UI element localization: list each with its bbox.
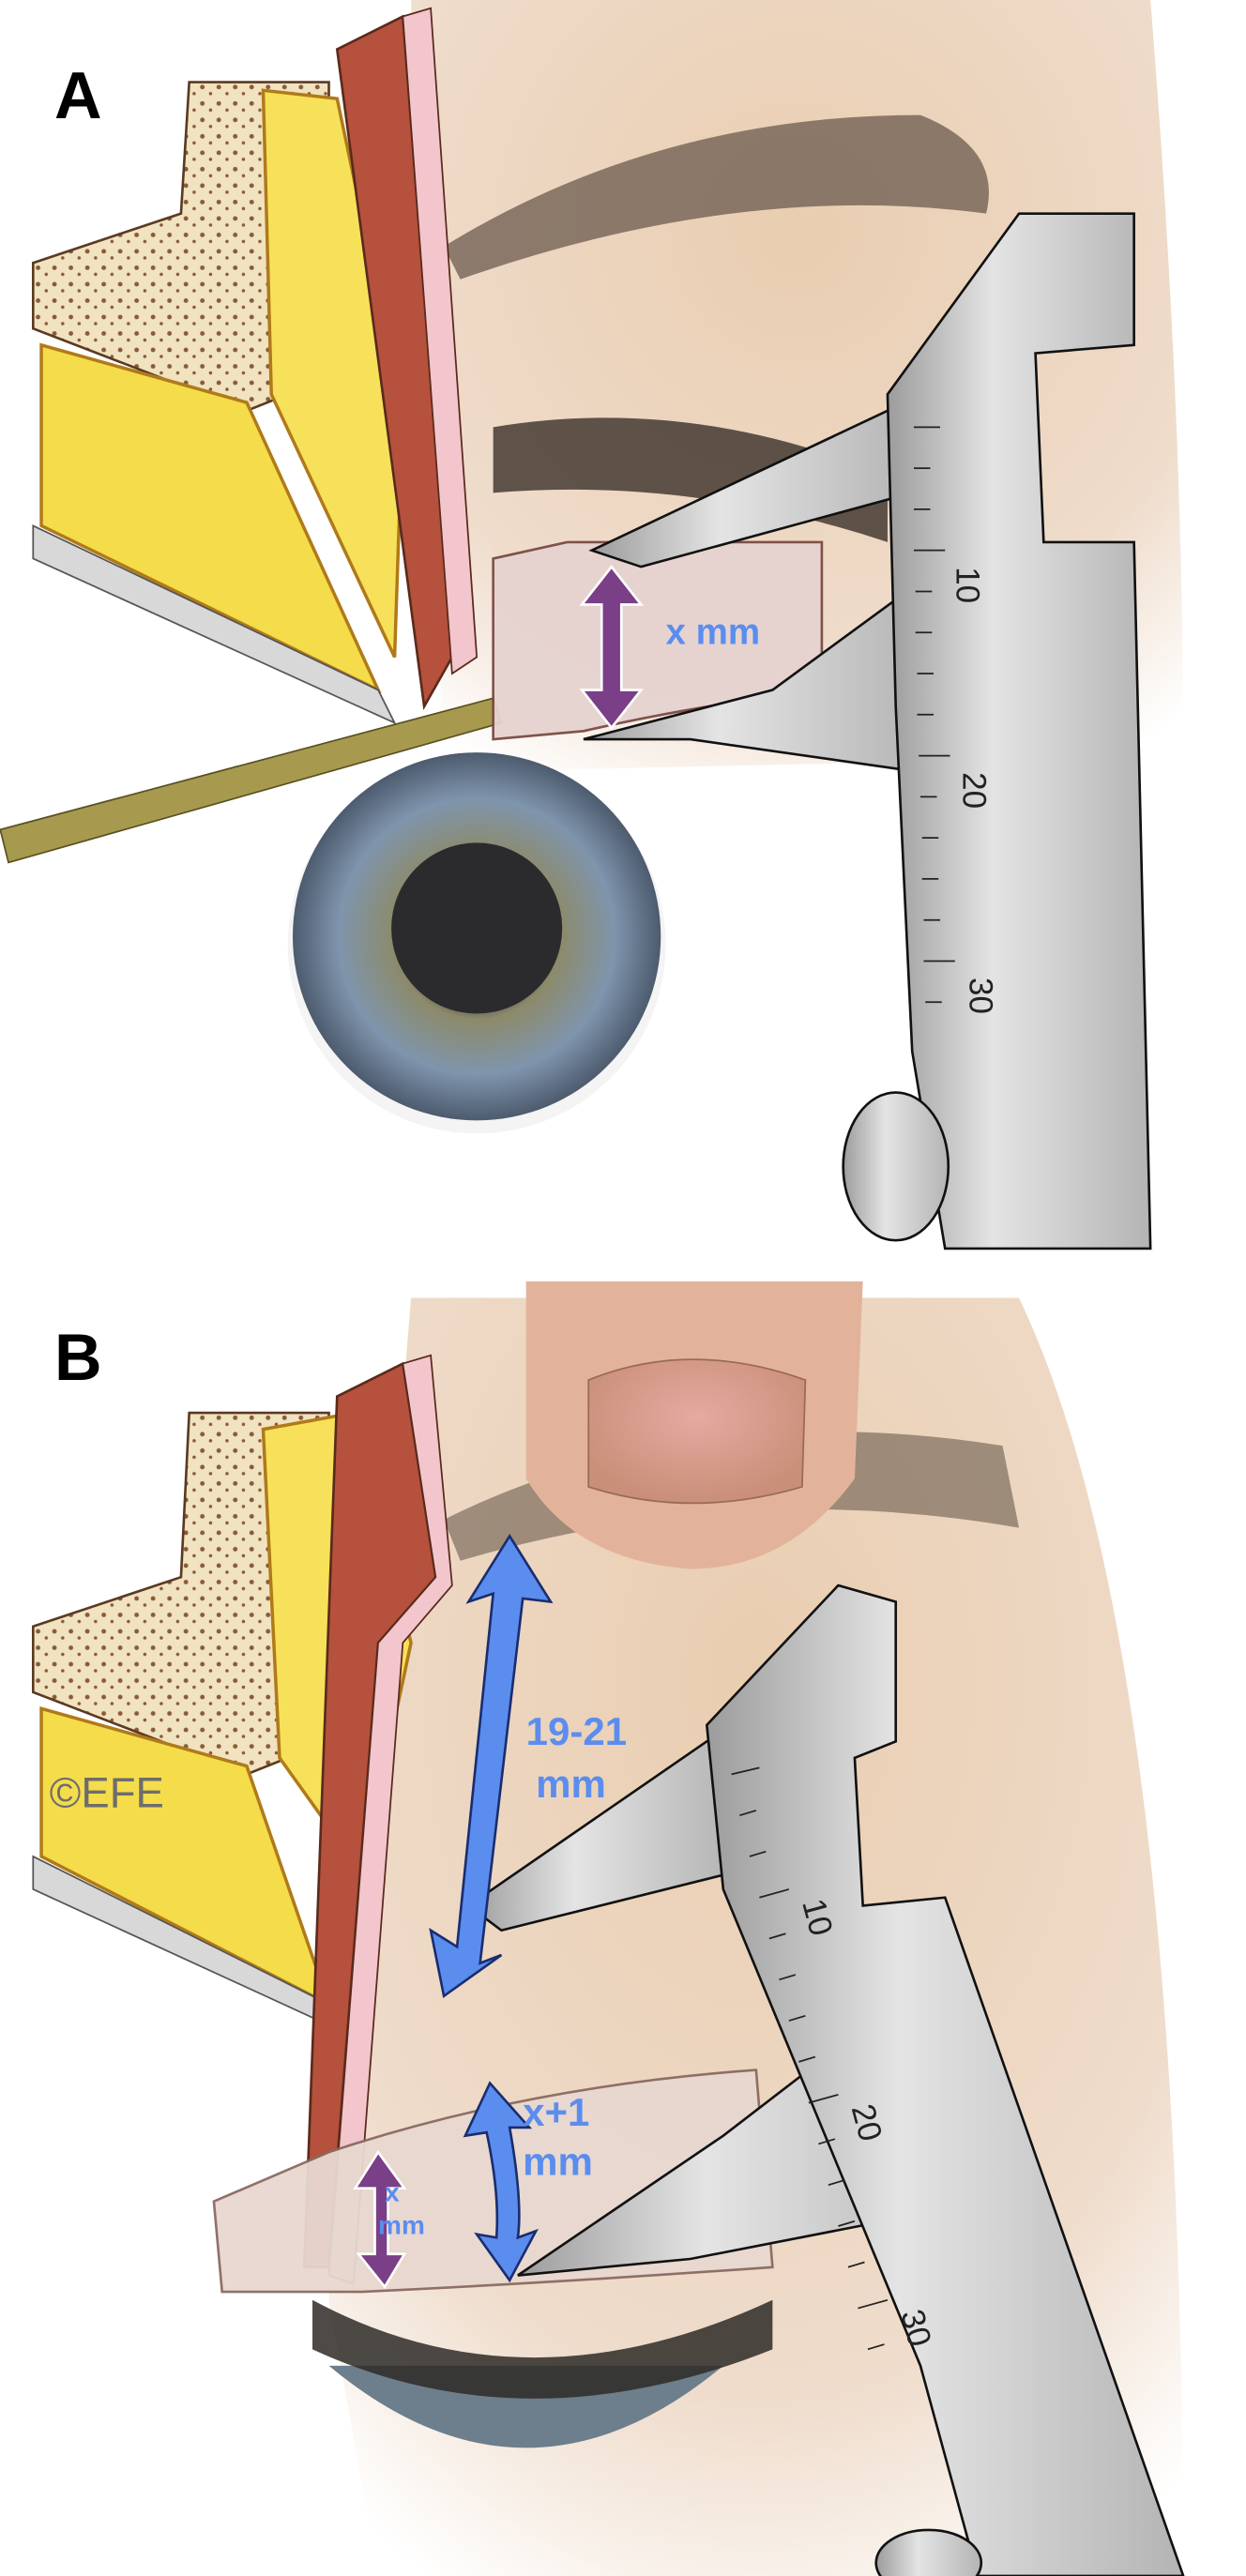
- measurement-arrow-brow: [429, 1533, 554, 1999]
- pupil: [391, 842, 563, 1014]
- tarsus-measurement-value: x: [385, 2178, 400, 2207]
- skin-layer: [402, 7, 479, 675]
- measurement-arrow-lid: [463, 2081, 539, 2283]
- caliper-b: 10 20 30: [466, 1583, 1185, 2576]
- caliper-ticks: [913, 426, 955, 1004]
- tarsus-measurement-unit: mm: [378, 2211, 425, 2240]
- panel-a: 10 20 30 x mm A: [0, 0, 1184, 1250]
- brow-measurement-unit: mm: [536, 1762, 606, 1806]
- panel-label-a: A: [54, 59, 102, 132]
- caliper-thumbwheel: [842, 1091, 950, 1242]
- thumbnail: [587, 1358, 807, 1505]
- panel-b: 10 20 30 19-21 mm x+1 mm x mm ©EFE B: [31, 1280, 1185, 2576]
- periorbita: [32, 524, 397, 725]
- lid-measurement-unit: mm: [523, 2140, 593, 2184]
- measurement-arrow-tarsus: [353, 2149, 407, 2290]
- lid-measurement-value: x+1: [523, 2090, 589, 2134]
- scale-label-20: 20: [956, 772, 993, 809]
- scale-label-30: 30: [963, 977, 999, 1014]
- scale-label-30: 30: [893, 2306, 938, 2351]
- eyelashes: [312, 2299, 773, 2399]
- scale-label-20: 20: [844, 2100, 889, 2145]
- eyebrow: [444, 114, 989, 280]
- caliper-a: 10 20 30: [583, 212, 1152, 1250]
- preaponeurotic-fat: [261, 88, 405, 659]
- caliper-thumbwheel: [874, 2528, 983, 2576]
- caliper-beam: [705, 1583, 1185, 2576]
- measurement-label-x-mm: x mm: [666, 613, 761, 653]
- brow-measurement-value: 19-21: [526, 1709, 627, 1753]
- scale-label-10: 10: [795, 1895, 840, 1940]
- panel-label-b: B: [54, 1321, 102, 1394]
- scale-label-10: 10: [950, 567, 986, 603]
- caliper-ticks: [731, 1766, 889, 2351]
- copyright-mark: ©EFE: [50, 1768, 164, 1816]
- caliper-beam: [886, 212, 1152, 1250]
- measurement-arrow-purple: [579, 565, 644, 730]
